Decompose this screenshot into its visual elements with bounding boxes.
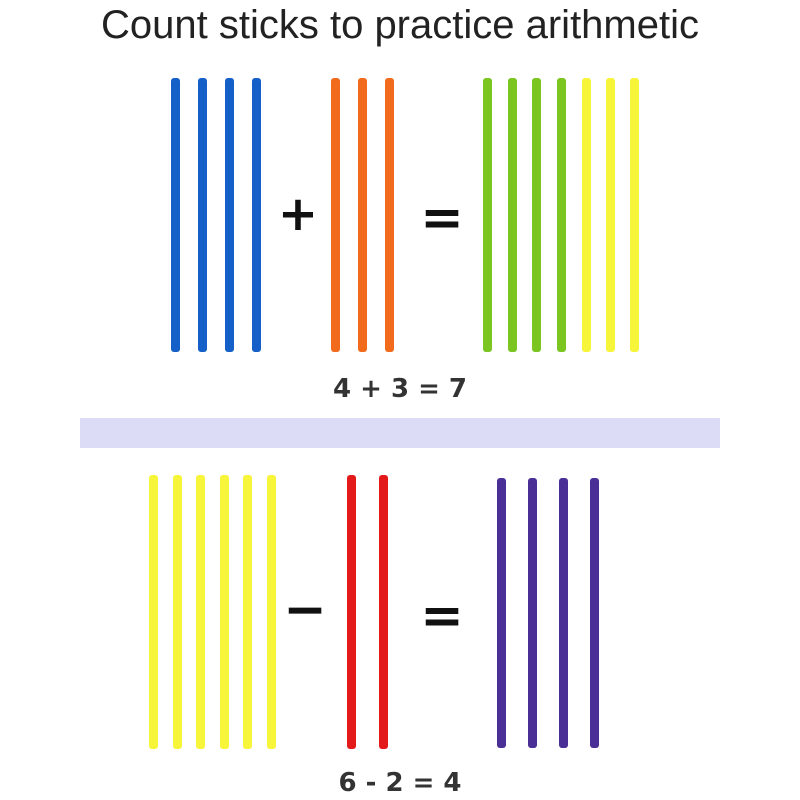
stick (379, 475, 388, 749)
stick (559, 478, 568, 748)
equals-symbol: = (420, 188, 464, 248)
stick (507, 78, 517, 352)
stick (172, 475, 182, 749)
equals-symbol-subtraction: = (420, 586, 464, 646)
stick (266, 475, 276, 749)
stick (582, 78, 591, 352)
section-divider (80, 418, 720, 448)
stick (149, 475, 158, 749)
stick (590, 478, 599, 748)
stick (358, 78, 367, 352)
page-title: Count sticks to practice arithmetic (101, 3, 699, 47)
minus-symbol: − (283, 580, 327, 640)
stick (252, 78, 261, 352)
stick (528, 478, 537, 748)
stick (497, 478, 506, 748)
stick (606, 78, 615, 352)
stick (171, 78, 180, 352)
stick (630, 78, 639, 352)
stick (385, 78, 394, 352)
stick (483, 78, 492, 352)
plus-symbol: + (277, 186, 319, 242)
stick (556, 78, 566, 352)
stick (196, 475, 205, 749)
stick (532, 78, 541, 352)
stick (225, 78, 234, 352)
stick (347, 475, 356, 749)
stick (243, 475, 252, 749)
stick (198, 78, 207, 352)
addition-equation: 4 + 3 = 7 (332, 374, 468, 404)
subtraction-equation: 6 - 2 = 4 (338, 768, 462, 798)
stick (219, 475, 229, 749)
stick (331, 78, 340, 352)
